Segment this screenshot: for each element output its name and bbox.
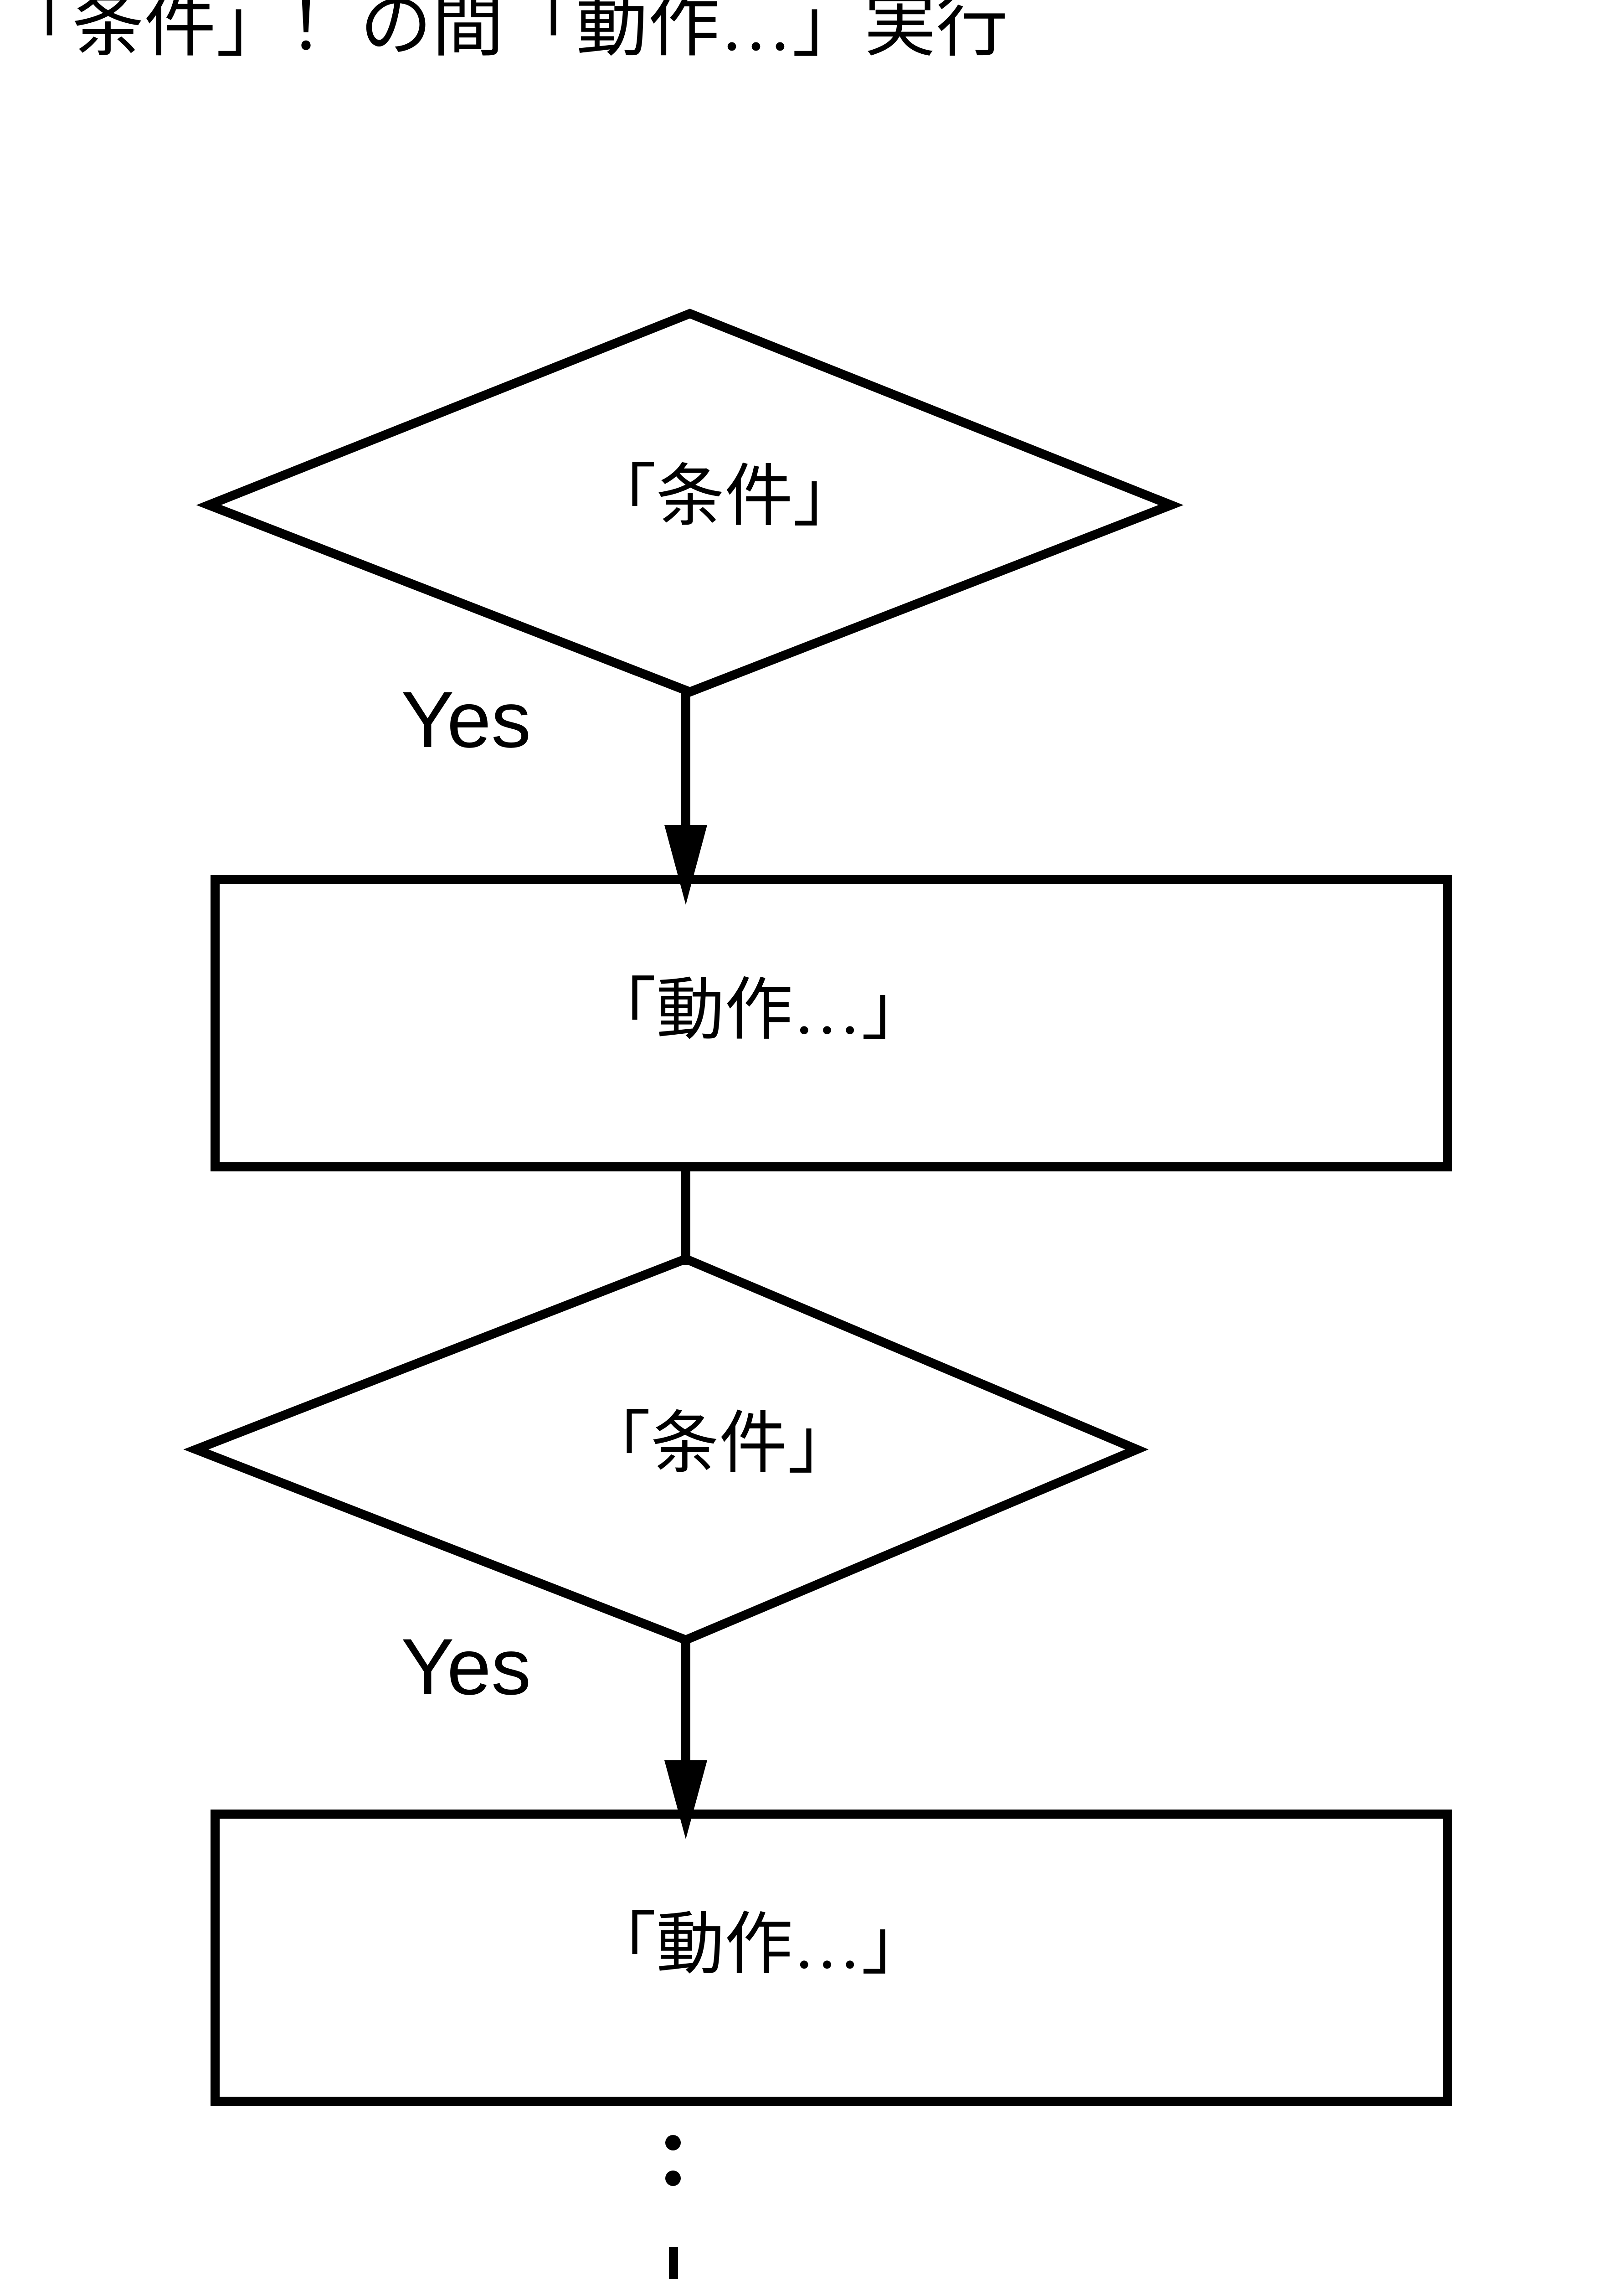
page-title: 「条件」！の間「動作…」実行 [0,0,1008,66]
process-box-2 [211,1810,1452,2106]
process-box-1 [211,875,1452,1171]
decision-2-label: 「条件」 [582,1406,856,1482]
edge-label-yes-2: Yes [401,1623,531,1712]
process-1-label: 「動作…」 [588,973,930,1048]
edge-yes-2-arrowhead [664,1760,707,1839]
decision-1-label: 「条件」 [588,459,862,535]
vertical-ellipsis-dot-bottom [665,2171,681,2186]
edge-label-yes-1: Yes [401,675,531,764]
process-2-label: 「動作…」 [588,1907,930,1983]
edge-yes-1-arrowhead [664,825,707,905]
vertical-ellipsis-dot-top [665,2135,681,2150]
